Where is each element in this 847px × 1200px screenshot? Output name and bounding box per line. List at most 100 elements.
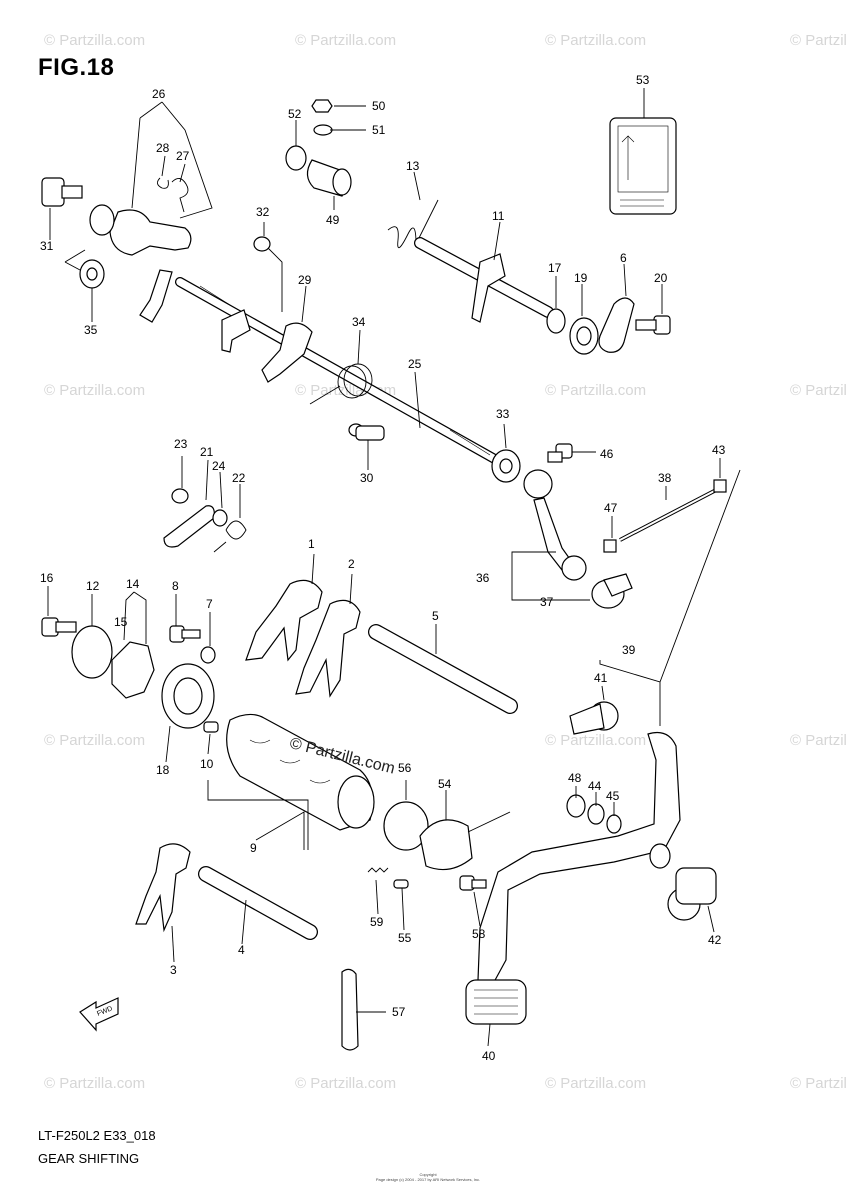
gear-shift-cam-9 [226, 713, 375, 831]
callout-33: 33 [496, 407, 510, 421]
callout-6: 6 [620, 251, 627, 265]
shift-fork-3 [135, 843, 191, 933]
callout-42: 42 [708, 933, 722, 947]
callout-56: 56 [398, 761, 412, 775]
oring-56 [383, 801, 429, 851]
shift-shaft-11 [414, 237, 554, 323]
callout-32: 32 [256, 205, 270, 219]
figure-title: FIG.18 [38, 54, 115, 81]
washer-48 [566, 794, 586, 818]
callout-46: 46 [600, 447, 614, 461]
callout-31: 31 [40, 239, 54, 253]
shift-lever-29 [261, 322, 313, 383]
bolt-46 [547, 443, 573, 463]
callout-numbers: 1 2 3 4 5 6 7 8 9 10 11 12 13 14 15 16 1… [40, 73, 726, 1063]
washer-45 [606, 814, 622, 834]
nut-47 [603, 539, 617, 553]
callout-57: 57 [392, 1005, 406, 1019]
bolt-16 [41, 617, 77, 637]
shift-shaft-25 [175, 277, 505, 467]
watermark: © Partzilla.com [44, 382, 146, 399]
callout-26: 26 [152, 87, 166, 101]
callout-51: 51 [372, 123, 386, 137]
watermark: © Partzilla.com [44, 732, 146, 749]
pin-55 [393, 879, 409, 889]
watermark: © Partzilla.com [295, 32, 397, 49]
callout-16: 16 [40, 571, 54, 585]
callout-3: 3 [170, 963, 177, 977]
warning-label-53 [609, 117, 677, 215]
callout-1: 1 [308, 537, 315, 551]
callout-58: 58 [472, 927, 486, 941]
shift-fork-1 [245, 579, 323, 662]
watermark: © Partzilla.com [295, 1075, 397, 1092]
washer-44 [587, 803, 605, 825]
callout-22: 22 [232, 471, 246, 485]
callout-7: 7 [206, 597, 213, 611]
shift-arm-lever [139, 269, 173, 323]
callout-12: 12 [86, 579, 100, 593]
callout-41: 41 [594, 671, 608, 685]
gear-shift-cam-14 [111, 641, 155, 699]
callout-34: 34 [352, 315, 366, 329]
pin-30 [348, 423, 385, 441]
pin-10 [203, 721, 219, 733]
fwd-arrow-icon: FWD [79, 997, 119, 1032]
callout-37: 37 [540, 595, 554, 609]
callout-27: 27 [176, 149, 190, 163]
washer-51 [313, 124, 333, 136]
callout-52: 52 [288, 107, 302, 121]
ball-joint-37 [591, 573, 633, 609]
watermark: © Partzilla.com [790, 32, 847, 49]
callout-14: 14 [126, 577, 140, 591]
oring-52 [285, 145, 307, 171]
watermark: © Partzilla.com [44, 32, 146, 49]
callout-15: 15 [114, 615, 128, 629]
ball-joint-41 [569, 701, 619, 735]
callout-40: 40 [482, 1049, 496, 1063]
callout-30: 30 [360, 471, 374, 485]
shift-arm-26 [109, 209, 192, 256]
callout-55: 55 [398, 931, 412, 945]
callout-59: 59 [370, 915, 384, 929]
nut-43 [713, 479, 727, 493]
leader-lines [47, 88, 741, 1047]
callout-28: 28 [156, 141, 170, 155]
shift-rod-36 [523, 469, 587, 581]
collar-49 [306, 159, 352, 197]
bolt-8 [169, 625, 201, 643]
callout-17: 17 [548, 261, 562, 275]
bolt-50 [311, 99, 333, 113]
pivot-bolt-42 [667, 867, 717, 921]
copyright-line-2: Page design (c) 2004 - 2017 by ARI Netwo… [375, 1177, 481, 1182]
callout-18: 18 [156, 763, 170, 777]
copyright-line-1: Copyright [419, 1172, 437, 1177]
nut-32 [253, 236, 271, 252]
callout-35: 35 [84, 323, 98, 337]
bolt-31 [41, 177, 83, 207]
callout-24: 24 [212, 459, 226, 473]
watermark: © Partzilla.com [790, 732, 847, 749]
bearing-18 [161, 663, 215, 729]
callout-36: 36 [476, 571, 490, 585]
callout-44: 44 [588, 779, 602, 793]
callout-50: 50 [372, 99, 386, 113]
callout-53: 53 [636, 73, 650, 87]
watermark: © Partzilla.com [545, 382, 647, 399]
bearing-33 [491, 449, 521, 483]
callout-8: 8 [172, 579, 179, 593]
spring-22 [213, 520, 247, 553]
callout-25: 25 [408, 357, 422, 371]
callout-13: 13 [406, 159, 420, 173]
gearshift-lever-40 [465, 731, 681, 1025]
callout-29: 29 [298, 273, 312, 287]
watermark: © Partzilla.com [545, 732, 647, 749]
callout-2: 2 [348, 557, 355, 571]
shift-fork-2 [295, 599, 361, 698]
callout-21: 21 [200, 445, 214, 459]
copyright-notice: Copyright Page design (c) 2004 - 2017 by… [368, 1172, 488, 1182]
callout-4: 4 [238, 943, 245, 957]
watermark: © Partzilla.com [545, 1075, 647, 1092]
